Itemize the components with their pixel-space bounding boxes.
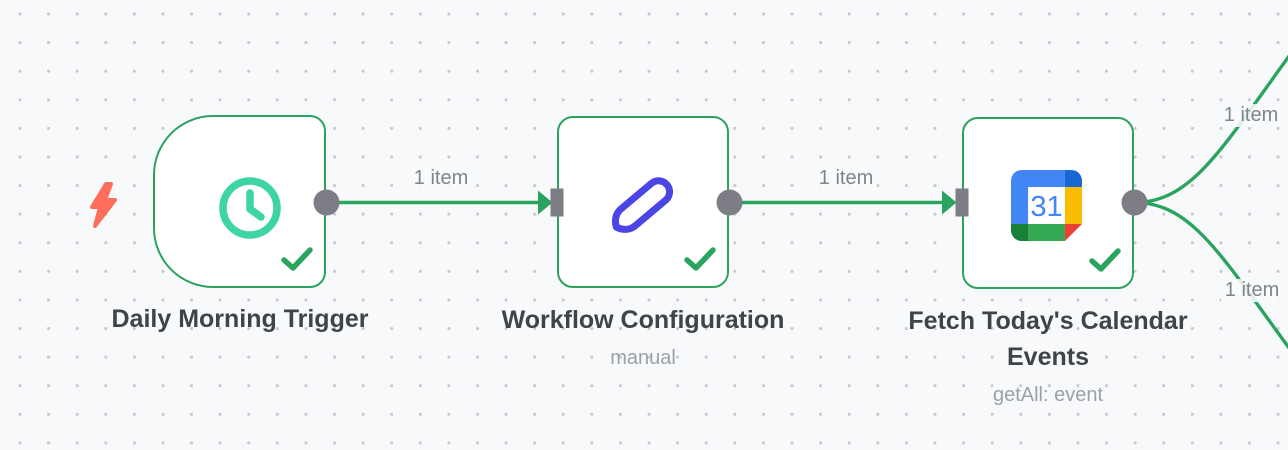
node-title: Workflow Configuration [501, 306, 785, 334]
node-label-daily-morning-trigger: Daily Morning Trigger [70, 301, 410, 337]
node-fetch-todays-calendar-events[interactable]: 31 [962, 117, 1134, 289]
node-daily-morning-trigger[interactable] [153, 115, 326, 288]
connection-items-label: 1 item [1220, 279, 1284, 302]
success-check-icon [281, 247, 313, 271]
node-subtitle: manual [610, 347, 676, 369]
connection-items-label: 1 item [409, 167, 473, 190]
node-label-workflow-configuration: Workflow Configuration manual [473, 302, 813, 370]
calendar-day-number: 31 [1030, 191, 1062, 223]
success-check-icon [684, 247, 716, 271]
pencil-icon [611, 177, 674, 233]
connection-items-label: 1 item [814, 167, 878, 190]
node-title: Fetch Today's Calendar Events [908, 307, 1188, 371]
node-label-fetch-todays-calendar-events: Fetch Today's Calendar Events getAll: ev… [878, 303, 1218, 407]
arrowhead-icon [538, 190, 553, 215]
node-title: Daily Morning Trigger [111, 305, 369, 333]
connection-items-label: 1 item [1219, 104, 1283, 127]
connection-calendar-branch-top[interactable] [1134, 52, 1288, 205]
node-workflow-configuration[interactable] [557, 116, 729, 288]
google-calendar-icon: 31 [1011, 170, 1082, 241]
success-check-icon [1089, 248, 1121, 272]
clock-icon [219, 177, 281, 239]
lightning-bolt-icon [90, 182, 117, 228]
arrowhead-icon [942, 190, 957, 215]
node-subtitle: getAll: event [992, 384, 1104, 406]
